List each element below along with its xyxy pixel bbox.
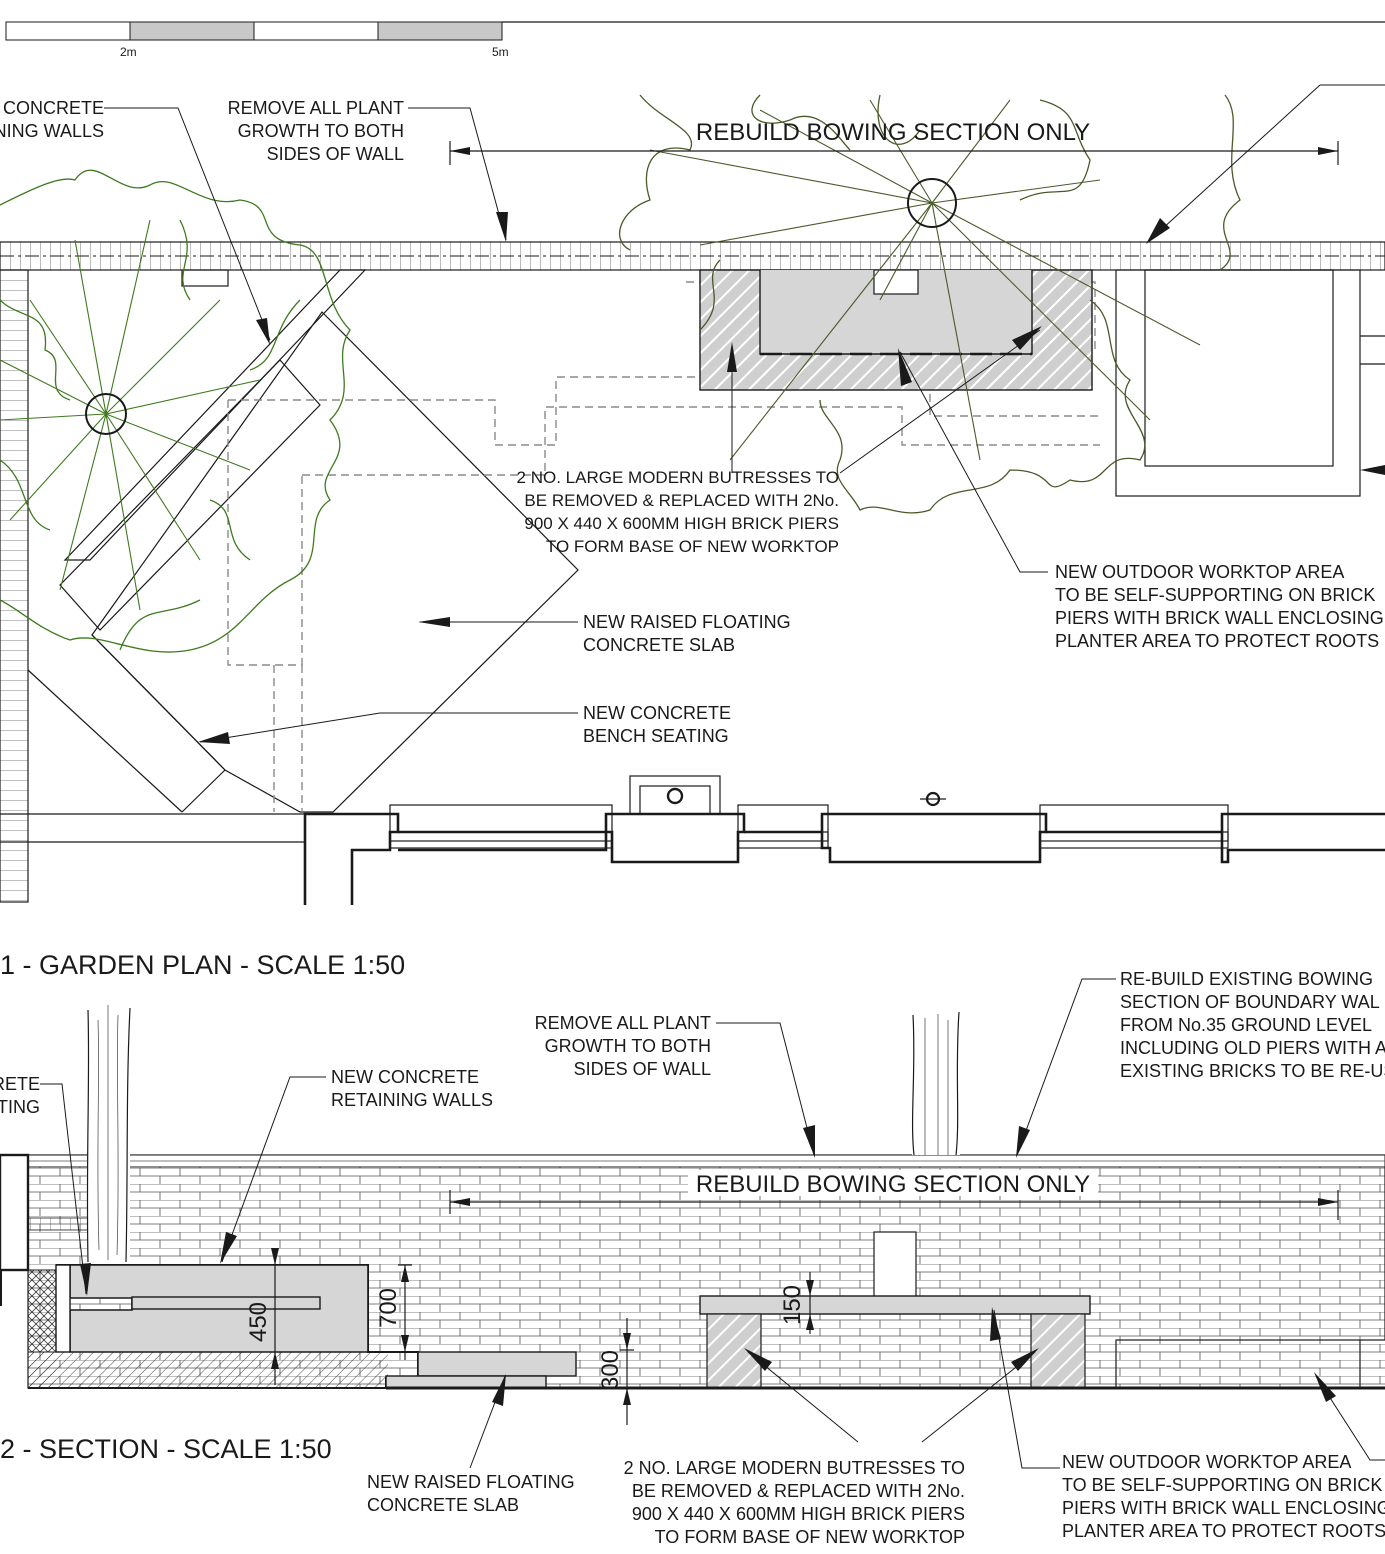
svg-text:BE REMOVED & REPLACED WITH 2No: BE REMOVED & REPLACED WITH 2No. <box>524 491 839 510</box>
svg-text:TO BE SELF-SUPPORTING ON BRICK: TO BE SELF-SUPPORTING ON BRICK <box>1062 1475 1382 1495</box>
plan-note-bench: NEW CONCRETE BENCH SEATING <box>583 703 731 746</box>
svg-text:BENCH SEATING: BENCH SEATING <box>583 726 729 746</box>
garden-section: REBUILD BOWING SECTION ONLY 450 700 300 … <box>0 969 1385 1547</box>
svg-text:2 NO. LARGE MODERN BUTRESSES T: 2 NO. LARGE MODERN BUTRESSES TO <box>517 468 839 487</box>
section-note-buttresses: 2 NO. LARGE MODERN BUTRESSES TO BE REMOV… <box>624 1458 965 1547</box>
svg-text:NING WALLS: NING WALLS <box>0 121 104 141</box>
plan-note-worktop: NEW OUTDOOR WORKTOP AREA TO BE SELF-SUPP… <box>1055 562 1384 651</box>
section-note-rebuild: RE-BUILD EXISTING BOWING SECTION OF BOUN… <box>1120 969 1385 1081</box>
svg-text:RETE: RETE <box>0 1074 40 1094</box>
tree-canopy-right <box>619 94 1241 514</box>
svg-text:2 NO. LARGE MODERN BUTRESSES T: 2 NO. LARGE MODERN BUTRESSES TO <box>624 1458 965 1478</box>
section-note-slab: NEW RAISED FLOATING CONCRETE SLAB <box>367 1472 575 1515</box>
section-note-bench: RETE TING <box>0 1074 40 1117</box>
svg-text:PLANTER AREA TO PROTECT ROOTS: PLANTER AREA TO PROTECT ROOTS <box>1055 631 1379 651</box>
plan-note-retaining-walls: CONCRETE NING WALLS <box>0 98 104 141</box>
tree-trunk-right <box>911 1011 960 1156</box>
scale-label-2m: 2m <box>120 45 137 59</box>
tree-trunk-left <box>86 1005 131 1265</box>
section-leaders <box>40 978 1385 1469</box>
svg-text:CONCRETE: CONCRETE <box>3 98 104 118</box>
section-header-rebuild: REBUILD BOWING SECTION ONLY <box>696 1171 1090 1198</box>
svg-text:NEW RAISED FLOATING: NEW RAISED FLOATING <box>583 612 791 632</box>
svg-text:NEW RAISED FLOATING: NEW RAISED FLOATING <box>367 1472 575 1492</box>
plan-note-slab: NEW RAISED FLOATING CONCRETE SLAB <box>583 612 791 655</box>
tree-canopy-left <box>0 169 351 653</box>
svg-text:900 X 440 X 600MM HIGH BRICK P: 900 X 440 X 600MM HIGH BRICK PIERS <box>524 514 839 533</box>
svg-text:PIERS WITH BRICK WALL ENCLOSIN: PIERS WITH BRICK WALL ENCLOSING <box>1055 608 1384 628</box>
svg-text:900 X 440 X 600MM HIGH BRICK P: 900 X 440 X 600MM HIGH BRICK PIERS <box>632 1504 965 1524</box>
svg-text:CONCRETE SLAB: CONCRETE SLAB <box>583 635 735 655</box>
svg-text:SECTION OF BOUNDARY WAL: SECTION OF BOUNDARY WAL <box>1120 992 1380 1012</box>
svg-text:GROWTH TO BOTH: GROWTH TO BOTH <box>238 121 404 141</box>
svg-text:TING: TING <box>0 1097 40 1117</box>
svg-text:REMOVE ALL PLANT: REMOVE ALL PLANT <box>228 98 404 118</box>
scale-bar: 2m 5m <box>5 21 1385 59</box>
dim-700: 700 <box>375 1288 402 1328</box>
section-note-remove-growth: REMOVE ALL PLANT GROWTH TO BOTH SIDES OF… <box>535 1013 711 1079</box>
svg-text:TO FORM BASE OF NEW WORKTOP: TO FORM BASE OF NEW WORKTOP <box>546 537 839 556</box>
section-title: 2 - SECTION - SCALE 1:50 <box>0 1434 332 1464</box>
dim-150: 150 <box>779 1285 806 1325</box>
plan-leaders <box>104 84 1385 744</box>
svg-text:RETAINING WALLS: RETAINING WALLS <box>331 1090 493 1110</box>
svg-text:REMOVE ALL PLANT: REMOVE ALL PLANT <box>535 1013 711 1033</box>
dim-300: 300 <box>597 1350 624 1390</box>
svg-text:TO FORM BASE OF NEW WORKTOP: TO FORM BASE OF NEW WORKTOP <box>655 1527 965 1547</box>
plan-rebuild-dimension: REBUILD BOWING SECTION ONLY <box>449 119 1339 165</box>
plan-header-rebuild: REBUILD BOWING SECTION ONLY <box>696 119 1090 146</box>
section-rebuild-dimension: REBUILD BOWING SECTION ONLY <box>449 1170 1339 1220</box>
svg-text:PIERS WITH BRICK WALL ENCLOSIN: PIERS WITH BRICK WALL ENCLOSING <box>1062 1498 1385 1518</box>
plan-note-remove-growth: REMOVE ALL PLANT GROWTH TO BOTH SIDES OF… <box>228 98 404 164</box>
svg-text:SIDES OF WALL: SIDES OF WALL <box>267 144 404 164</box>
svg-text:RE-BUILD EXISTING BOWING: RE-BUILD EXISTING BOWING <box>1120 969 1373 989</box>
section-note-worktop: NEW OUTDOOR WORKTOP AREA TO BE SELF-SUPP… <box>1062 1452 1385 1541</box>
svg-text:PLANTER AREA TO PROTECT ROOTS: PLANTER AREA TO PROTECT ROOTS <box>1062 1521 1385 1541</box>
svg-text:NEW CONCRETE: NEW CONCRETE <box>331 1067 479 1087</box>
svg-text:TO BE SELF-SUPPORTING ON BRICK: TO BE SELF-SUPPORTING ON BRICK <box>1055 585 1375 605</box>
svg-text:FROM No.35 GROUND LEVEL: FROM No.35 GROUND LEVEL <box>1120 1015 1372 1035</box>
svg-text:SIDES OF WALL: SIDES OF WALL <box>574 1059 711 1079</box>
svg-text:NEW OUTDOOR WORKTOP AREA: NEW OUTDOOR WORKTOP AREA <box>1062 1452 1351 1472</box>
plan-title: 1 - GARDEN PLAN - SCALE 1:50 <box>0 950 405 980</box>
svg-text:GROWTH TO BOTH: GROWTH TO BOTH <box>545 1036 711 1056</box>
garden-plan: REBUILD BOWING SECTION ONLY CONCRETE NIN… <box>0 84 1385 980</box>
section-dimensions: 450 700 300 150 <box>245 1248 814 1425</box>
dim-450: 450 <box>245 1302 272 1342</box>
plan-note-buttresses: 2 NO. LARGE MODERN BUTRESSES TO BE REMOV… <box>517 468 839 556</box>
svg-text:NEW CONCRETE: NEW CONCRETE <box>583 703 731 723</box>
svg-text:NEW OUTDOOR WORKTOP AREA: NEW OUTDOOR WORKTOP AREA <box>1055 562 1344 582</box>
section-note-retaining: NEW CONCRETE RETAINING WALLS <box>331 1067 493 1110</box>
svg-text:BE REMOVED & REPLACED WITH 2No: BE REMOVED & REPLACED WITH 2No. <box>632 1481 965 1501</box>
svg-text:CONCRETE SLAB: CONCRETE SLAB <box>367 1495 519 1515</box>
svg-text:INCLUDING OLD PIERS WITH A: INCLUDING OLD PIERS WITH A <box>1120 1038 1385 1058</box>
svg-text:EXISTING BRICKS TO BE RE-USE: EXISTING BRICKS TO BE RE-USE <box>1120 1061 1385 1081</box>
scale-label-5m: 5m <box>492 45 509 59</box>
